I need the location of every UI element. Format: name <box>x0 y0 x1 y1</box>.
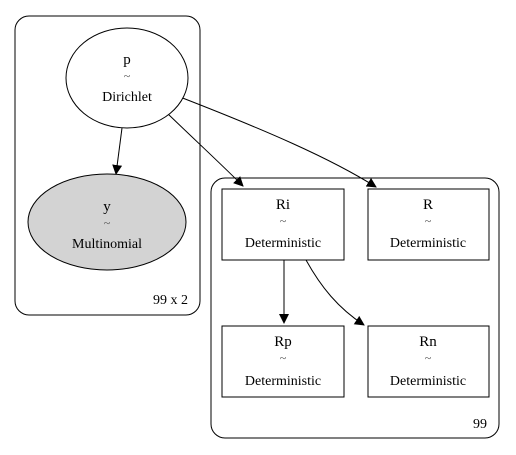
node-rp-dist: Deterministic <box>245 374 321 389</box>
plate-99x2: 99 x 2 <box>14 15 201 316</box>
node-y: y ~ Multinomial <box>27 173 187 271</box>
node-ri-name: Ri <box>276 197 290 213</box>
node-rp: Rp ~ Deterministic <box>221 325 345 398</box>
node-p: p ~ Dirichlet <box>65 27 189 129</box>
node-rp-tilde: ~ <box>280 351 287 365</box>
node-rp-name: Rp <box>274 334 292 350</box>
node-rn-dist: Deterministic <box>390 374 466 389</box>
plate-99x2-label: 99 x 2 <box>153 293 188 308</box>
edge-p-to-ri <box>166 112 244 187</box>
node-ri: Ri ~ Deterministic <box>221 188 345 261</box>
node-y-name: y <box>103 199 111 215</box>
node-ri-dist: Deterministic <box>245 236 321 251</box>
node-ri-tilde: ~ <box>280 214 287 228</box>
node-r-dist: Deterministic <box>390 236 466 251</box>
node-p-tilde: ~ <box>124 69 131 83</box>
node-rn-name: Rn <box>419 334 437 350</box>
node-rn-tilde: ~ <box>425 351 432 365</box>
edge-p-to-r <box>179 96 377 188</box>
node-r-name: R <box>423 197 433 213</box>
node-rn: Rn ~ Deterministic <box>367 325 490 398</box>
node-y-dist: Multinomial <box>72 237 142 252</box>
plate-99-label: 99 <box>473 417 487 432</box>
plate-99: 99 <box>210 177 500 439</box>
node-p-dist: Dirichlet <box>102 90 152 105</box>
node-p-name: p <box>123 52 131 68</box>
node-r: R ~ Deterministic <box>367 188 490 261</box>
node-y-tilde: ~ <box>104 216 111 230</box>
node-r-tilde: ~ <box>425 214 432 228</box>
edges <box>112 96 377 326</box>
edge-ri-to-rn <box>305 259 365 326</box>
edge-p-to-y <box>112 127 123 175</box>
